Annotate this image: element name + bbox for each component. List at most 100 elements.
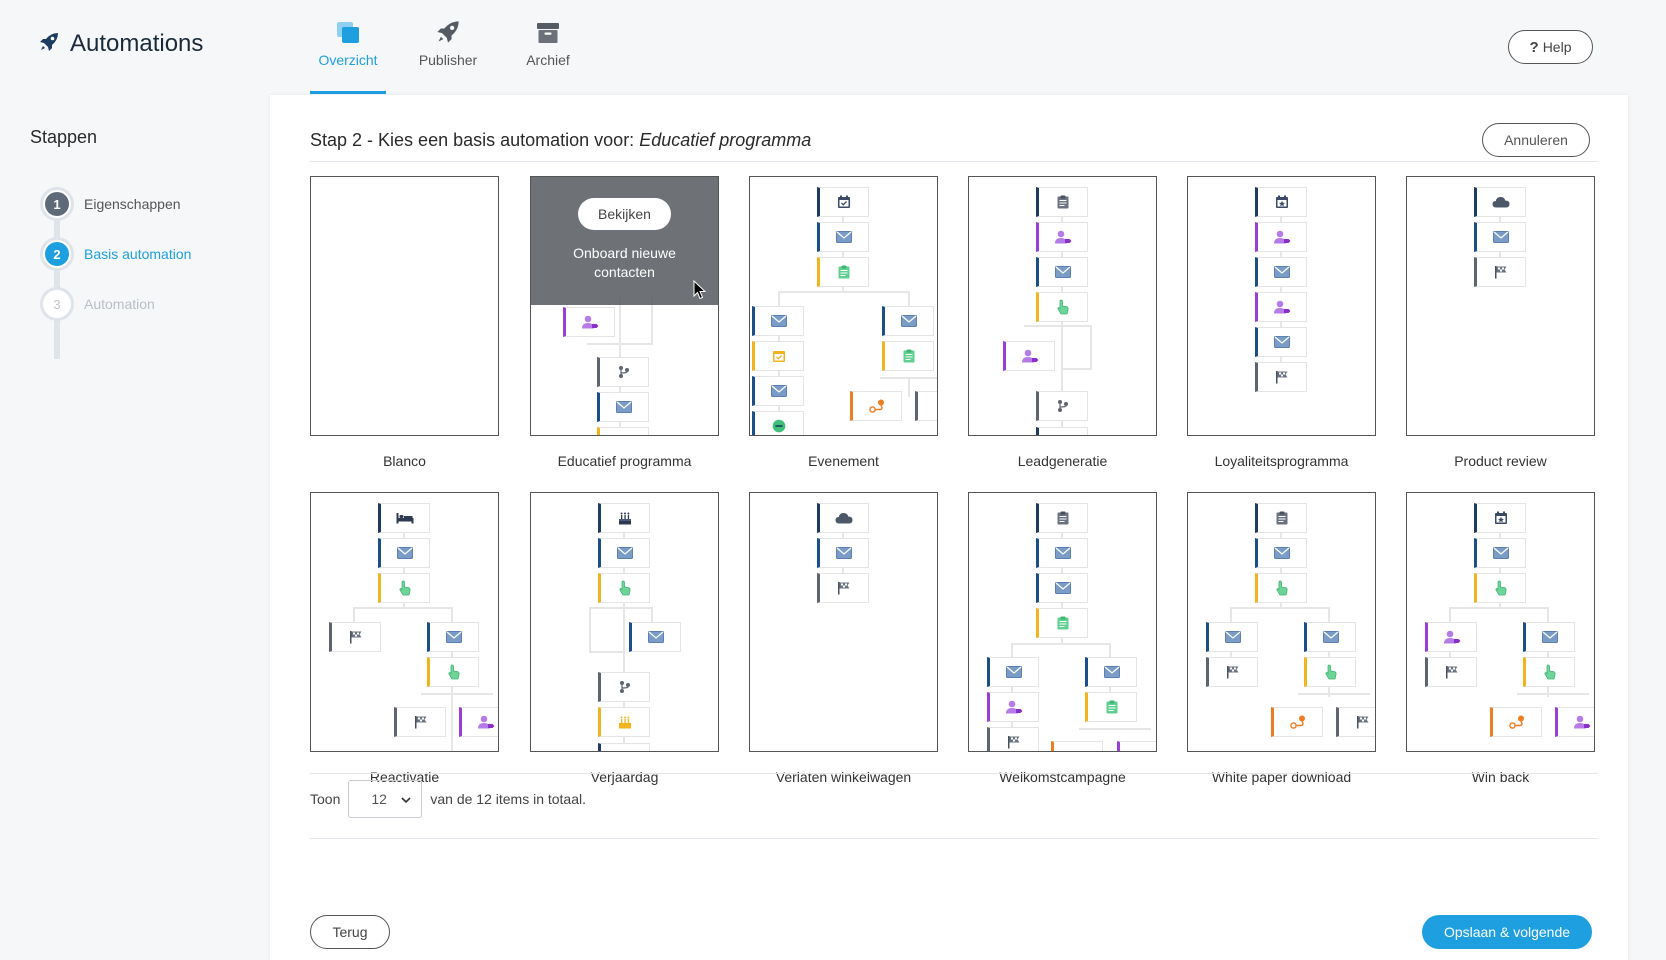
flow-node [1474,573,1526,603]
template-thumbnail[interactable] [749,492,938,752]
template-card[interactable]: Leadgeneratie [968,176,1157,469]
flow-node [987,657,1039,687]
template-name: Verlaten winkelwagen [775,769,912,785]
flow-node [1425,622,1477,652]
step-automation: 3 Automation [40,279,191,329]
flow-node [597,357,649,387]
template-name: White paper download [1211,769,1352,785]
back-button[interactable]: Terug [310,915,390,949]
template-card[interactable]: Bekijken Onboard nieuwe contacten Educat… [530,176,719,469]
template-thumbnail[interactable] [310,492,499,752]
preview-button[interactable]: Bekijken [578,198,671,230]
template-card[interactable]: Welkomstcampagne [968,492,1157,785]
pager-summary: van de 12 items in totaal. [430,791,587,807]
flow-node [598,707,650,737]
top-header: Automations Overzicht Publisher Archief … [0,0,1666,95]
hover-overlay: Bekijken Onboard nieuwe contacten [531,177,718,305]
step-number: 3 [45,292,69,316]
flow-node [1255,292,1307,322]
step-label: Automation [84,296,155,312]
template-card[interactable]: Loyaliteitsprogramma [1187,176,1376,469]
template-thumbnail[interactable] [530,492,719,752]
flow-node [987,692,1039,722]
template-thumbnail[interactable] [1406,492,1595,752]
template-card[interactable]: Evenement [749,176,938,469]
flow-node [1425,657,1477,687]
archive-icon [536,19,560,45]
template-card[interactable]: Verjaardag [530,492,719,785]
flow-node [1036,538,1088,568]
template-thumbnail[interactable] [310,176,499,436]
cancel-button[interactable]: Annuleren [1482,123,1590,157]
flow-node [1036,573,1088,603]
flow-node [817,573,869,603]
flow-node [629,622,681,652]
flow-node [1036,257,1088,287]
template-card[interactable]: White paper download [1187,492,1376,785]
flow-node [752,411,804,435]
template-card[interactable]: Product review [1406,176,1595,469]
flow-node [1051,741,1103,751]
chevron-down-icon [401,791,411,807]
flow-node [394,707,446,737]
flow-node [1085,657,1137,687]
template-name: Win back [1471,769,1530,785]
template-thumbnail[interactable]: Bekijken Onboard nieuwe contacten [530,176,719,436]
flow-node [1255,573,1307,603]
template-description: Onboard nieuwe contacten [573,245,676,280]
flow-node [1255,503,1307,533]
flow-node [752,306,804,336]
flow-node [1474,222,1526,252]
flow-node [1474,187,1526,217]
step-eigenschappen[interactable]: 1 Eigenschappen [40,179,191,229]
page-title-prefix: Stap 2 - Kies een basis automation voor: [310,130,635,150]
template-thumbnail[interactable] [968,176,1157,436]
flow-node [1085,692,1137,722]
template-card[interactable]: Reactivatie [310,492,499,785]
brand: Automations [38,30,203,58]
template-card[interactable]: Win back [1406,492,1595,785]
tab-overzicht[interactable]: Overzicht [300,0,396,94]
flow-node [1003,341,1055,371]
template-card[interactable]: Blanco [310,176,499,469]
page-size-select[interactable]: 12 [348,780,423,818]
template-name: Blanco [383,453,426,469]
step-number: 2 [45,242,69,266]
flow-node [597,427,649,435]
flow-node [850,391,902,421]
divider [310,773,1598,774]
template-thumbnail[interactable] [1187,492,1376,752]
pagination: Toon 12 van de 12 items in totaal. [310,780,586,818]
flow-node [1255,538,1307,568]
flow-node [1474,503,1526,533]
question-icon: ? [1529,38,1539,56]
page-title: Stap 2 - Kies een basis automation voor:… [310,130,811,151]
tab-archief[interactable]: Archief [500,0,596,94]
template-thumbnail[interactable] [968,492,1157,752]
flow-node [1206,622,1258,652]
flow-node [598,743,650,751]
flow-node [1490,707,1542,737]
tab-overzicht-label: Overzicht [318,52,378,68]
step-label: Eigenschappen [84,196,181,212]
template-thumbnail[interactable] [1406,176,1595,436]
flow-node [598,672,650,702]
save-next-button[interactable]: Opslaan & volgende [1422,915,1592,949]
sidebar-title: Stappen [30,127,98,147]
template-thumbnail[interactable] [749,176,938,436]
flow-node [1036,608,1088,638]
tab-publisher[interactable]: Publisher [400,0,496,94]
template-card[interactable]: Verlaten winkelwagen [749,492,938,785]
help-button[interactable]: ? Help [1508,30,1593,64]
step-basis-automation[interactable]: 2 Basis automation [40,229,191,279]
template-name: Leadgeneratie [1017,453,1108,469]
step-number: 1 [45,192,69,216]
flow-node [1523,657,1575,687]
flow-node [1474,257,1526,287]
template-thumbnail[interactable] [1187,176,1376,436]
flow-node [597,392,649,422]
flow-node [1304,622,1356,652]
flow-node [1474,538,1526,568]
template-name: Product review [1454,453,1547,469]
page-size-value: 12 [371,791,387,807]
